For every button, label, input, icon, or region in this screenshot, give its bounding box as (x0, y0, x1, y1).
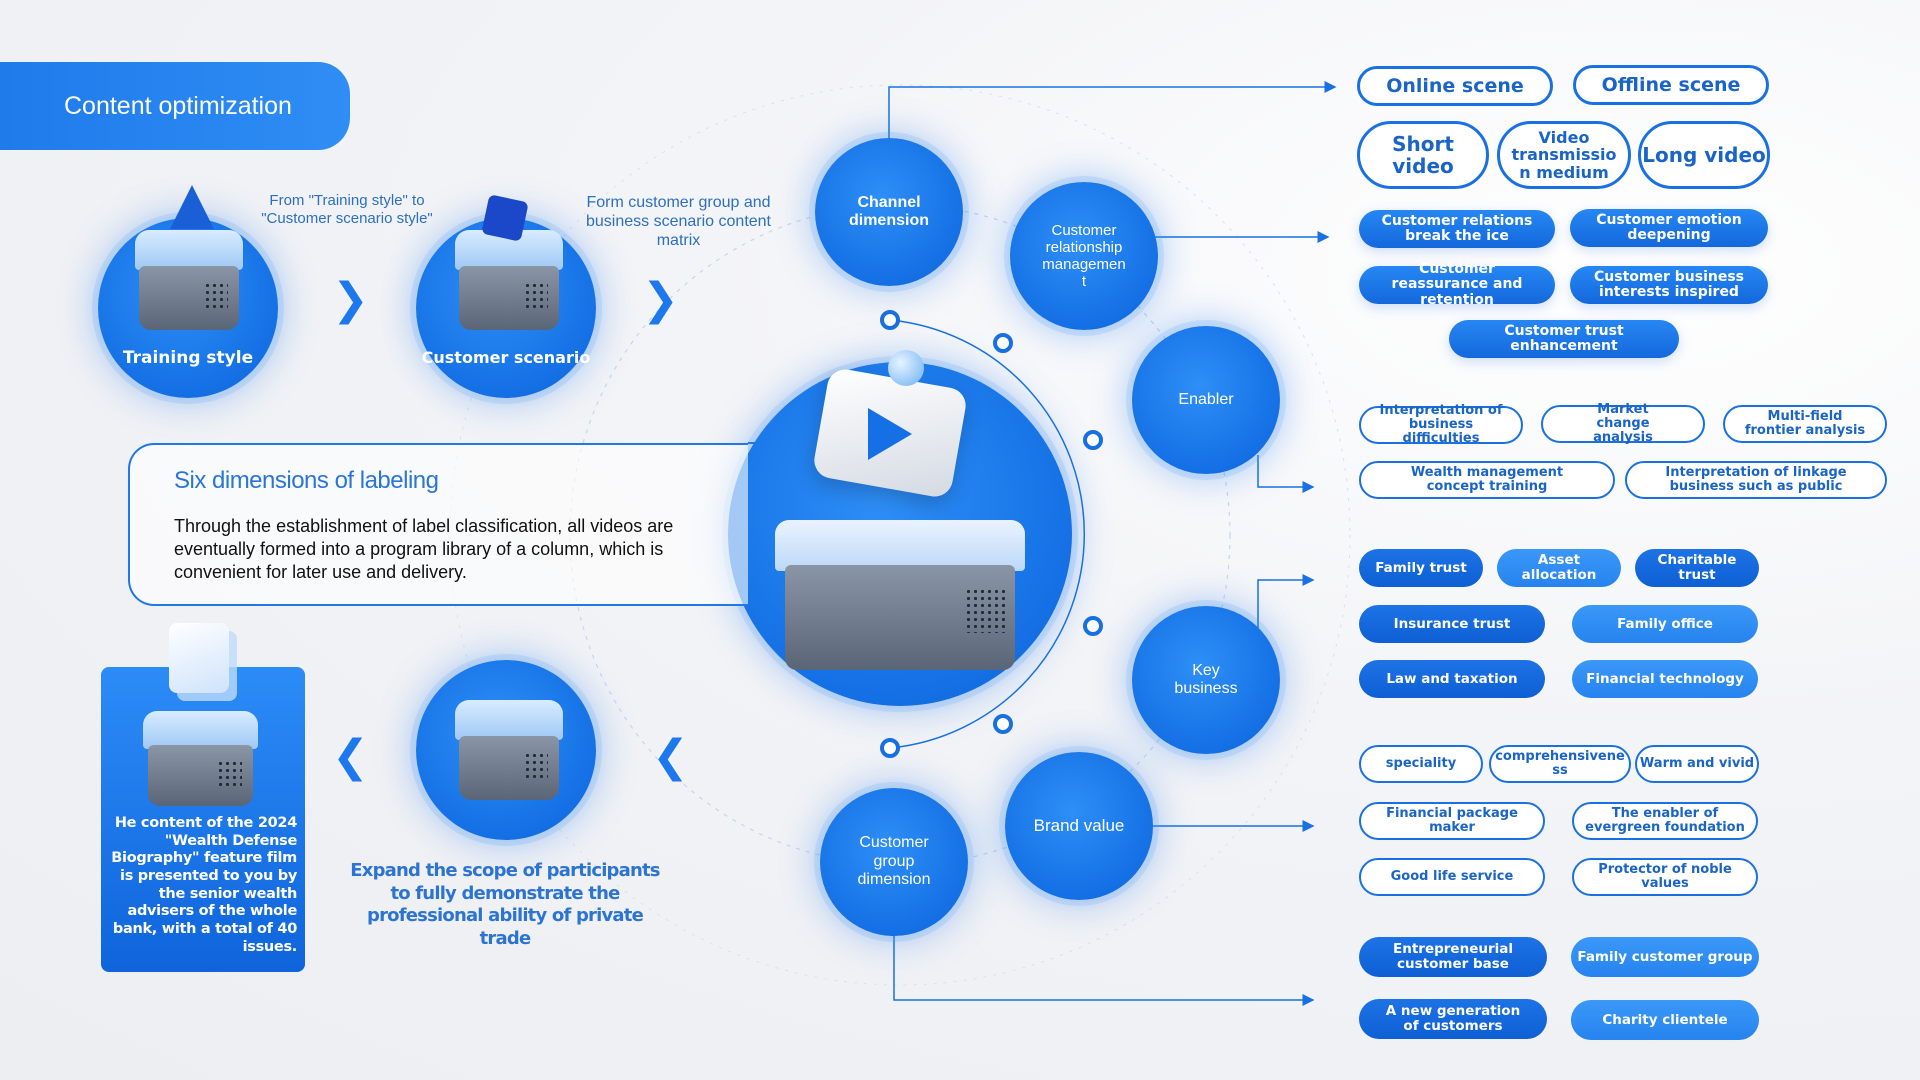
enabler-circle: Enabler (1132, 326, 1280, 474)
header-tab: Content optimization (0, 62, 350, 150)
step1-label: Training style (122, 348, 254, 368)
tag-enabler-frontier: Multi-field frontier analysis (1723, 405, 1887, 443)
video-stack-icon (169, 623, 229, 693)
crm-dimension-circle: Customer relationship managemen t (1010, 182, 1158, 330)
tag-crm-trust: Customer trust enhancement (1449, 320, 1679, 358)
tag-family-trust: Family trust (1359, 549, 1483, 587)
tag-enabler-difficulties: Interpretation of business difficulties (1359, 403, 1523, 446)
tag-insurance-trust: Insurance trust (1359, 605, 1545, 643)
caption-matrix: Form customer group and business scenari… (586, 194, 771, 250)
tag-crm-break-ice: Customer relations break the ice (1359, 210, 1555, 248)
chevron-right-icon: ❯ (332, 274, 369, 325)
brand-value-circle: Brand value (1005, 752, 1153, 900)
orb-icon (888, 350, 924, 386)
chevron-right-icon: ❯ (642, 274, 679, 325)
tag-enabler-wealth-training: Wealth management concept training (1359, 461, 1615, 499)
tag-new-generation: A new generation of customers (1359, 999, 1547, 1039)
crm-dimension-label: Customer relationship managemen t (1042, 221, 1126, 291)
training-server-icon (135, 230, 243, 330)
tag-charitable-trust: Charitable trust (1635, 549, 1759, 587)
chevron-left-icon: ❮ (652, 731, 689, 782)
labeling-box: Six dimensions of labeling Through the e… (128, 443, 748, 606)
diamond-icon (170, 185, 214, 229)
tag-evergreen-enabler: The enabler of evergreen foundation (1572, 802, 1758, 840)
feature-film-text: He content of the 2024 "Wealth Defense B… (111, 815, 297, 955)
key-business-label: Key business (1174, 661, 1238, 697)
tag-enabler-linkage: Interpretation of linkage business such … (1625, 461, 1887, 499)
play-icon (868, 408, 912, 460)
tag-speciality: speciality (1359, 745, 1483, 783)
channel-dimension-circle: Channel dimension (815, 138, 963, 286)
expand-scope-text: Expand the scope of participants to full… (350, 860, 660, 950)
customer-group-label: Customer group dimension (857, 834, 931, 889)
tag-law-taxation: Law and taxation (1359, 660, 1545, 698)
tag-financial-technology: Financial technology (1572, 660, 1758, 698)
tag-comprehensiveness: comprehensivene ss (1489, 745, 1631, 783)
tag-asset-allocation: Asset allocation (1497, 549, 1621, 587)
participants-server-icon (455, 700, 563, 800)
tag-charity-clientele: Charity clientele (1571, 1000, 1759, 1040)
labeling-title: Six dimensions of labeling (174, 467, 439, 494)
tag-long-video: Long video (1638, 121, 1770, 189)
enabler-label: Enabler (1178, 390, 1234, 408)
tag-enabler-market: Market change analysis (1541, 402, 1705, 445)
caption-training-to-scenario: From "Training style" to "Customer scena… (261, 192, 433, 227)
tag-short-video: Short video (1357, 121, 1489, 189)
tag-entrepreneurial: Entrepreneurial customer base (1359, 937, 1547, 977)
feature-film-card: He content of the 2024 "Wealth Defense B… (101, 623, 305, 972)
tag-warm-vivid: Warm and vivid (1635, 745, 1759, 783)
key-business-circle: Key business (1132, 606, 1280, 754)
tag-video-transmission: Video transmissio n medium (1497, 121, 1631, 189)
tag-financial-package-maker: Financial package maker (1359, 802, 1545, 840)
tag-family-office: Family office (1572, 605, 1758, 643)
card-server-icon (143, 711, 258, 806)
tag-crm-interests: Customer business interests inspired (1570, 266, 1768, 304)
chevron-left-icon: ❮ (332, 731, 369, 782)
tag-offline-scene: Offline scene (1573, 65, 1769, 105)
tag-noble-values: Protector of noble values (1572, 858, 1758, 896)
scenario-server-icon (455, 230, 563, 330)
labeling-body: Through the establishment of label class… (174, 516, 674, 583)
tag-crm-reassurance: Customer reassurance and retention (1359, 261, 1555, 307)
tag-family-customer-group: Family customer group (1571, 937, 1759, 977)
tag-online-scene: Online scene (1357, 66, 1553, 106)
step2-label: Customer scenario (421, 348, 591, 367)
cube-icon (481, 194, 529, 242)
brand-value-label: Brand value (1033, 816, 1125, 836)
customer-group-circle: Customer group dimension (820, 788, 968, 936)
central-server-icon (775, 520, 1025, 670)
tag-crm-emotion: Customer emotion deepening (1570, 209, 1768, 247)
channel-dimension-label: Channel dimension (848, 193, 929, 229)
tag-good-life-service: Good life service (1359, 858, 1545, 896)
